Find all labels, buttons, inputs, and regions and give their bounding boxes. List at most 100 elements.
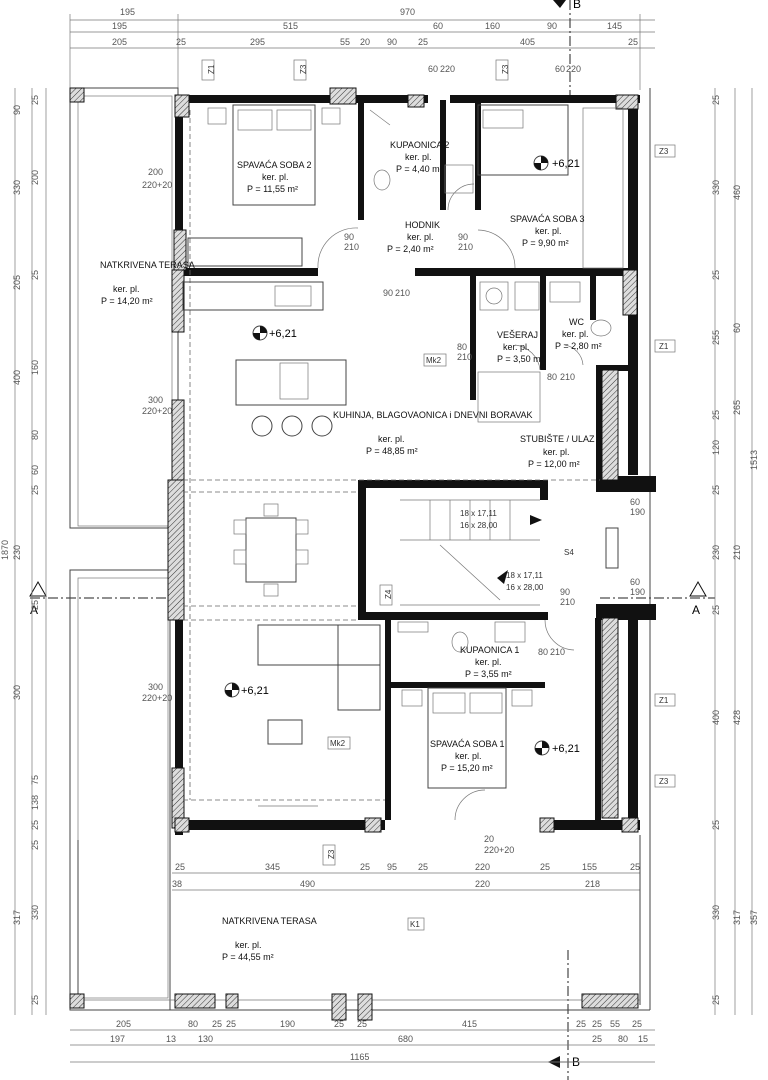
dim-mid-3: 25: [360, 862, 370, 872]
dim-left-c3-3: 75: [30, 775, 40, 785]
dim-bot-r1-11: 55: [610, 1019, 620, 1029]
room-hallway: HODNIK ker. pl. P = 2,40 m²: [387, 220, 440, 254]
tag-z3: Z3: [299, 64, 308, 74]
dim-right-total: 1513: [749, 450, 759, 470]
section-a-right-label: A: [692, 603, 700, 617]
opening-label: 220: [440, 64, 455, 74]
room-area: P = 3,50 m²: [497, 354, 544, 364]
level-text: +6,21: [241, 685, 269, 697]
dim-bot-r2-4: 680: [398, 1034, 413, 1044]
dim-bot-r1-3: 25: [212, 1019, 222, 1029]
tag-z3: Z3: [327, 849, 336, 859]
dim-right-c1-12: 330: [711, 905, 721, 920]
side-label: 200: [148, 167, 163, 177]
room-floor: ker. pl.: [455, 751, 482, 761]
room-name: NATKRIVENA TERASA: [100, 260, 195, 270]
dim-top-r2-3: 60: [433, 21, 443, 31]
section-a-left: A: [29, 580, 170, 617]
dim-bot-r1-12: 25: [632, 1019, 642, 1029]
dim-mid2-4: 218: [585, 879, 600, 889]
dim-left-c2-1: 25: [30, 95, 40, 105]
dim-left-c1-3: 205: [12, 275, 22, 290]
tag-mk2: Mk2: [330, 739, 346, 748]
dim-mid-1: 25: [175, 862, 185, 872]
dim-bot-r1-9: 25: [576, 1019, 586, 1029]
toilet-icon: [373, 169, 391, 191]
side-label: 300: [148, 395, 163, 405]
tag-k1: K1: [410, 920, 420, 929]
tag-z1: Z1: [207, 64, 216, 74]
dim-right-c2-3: 265: [732, 400, 742, 415]
room-terrace-top: NATKRIVENA TERASA ker. pl. P = 14,20 m²: [100, 260, 195, 306]
toilet-icon: [590, 319, 612, 337]
room-floor: ker. pl.: [503, 342, 530, 352]
dim-top-r2-5: 90: [547, 21, 557, 31]
dim-left-c1-4: 400: [12, 370, 22, 385]
dim-mid-5: 25: [418, 862, 428, 872]
dim-right-c1-2: 330: [711, 180, 721, 195]
room-wc: WC ker. pl. P = 2,80 m²: [555, 317, 602, 351]
section-b-top: B: [553, 0, 581, 95]
room-terrace-bottom: NATKRIVENA TERASA ker. pl. P = 44,55 m²: [222, 916, 317, 962]
room-floor: ker. pl.: [475, 657, 502, 667]
stair-flight-1b: 16 x 28,00: [460, 521, 498, 530]
opening-label: 210: [458, 242, 473, 252]
kitchen-counter-icon: [182, 281, 324, 311]
room-living: KUHINJA, BLAGOVAONICA i DNEVNI BORAVAK k…: [333, 410, 533, 456]
side-label: 220+20: [484, 845, 514, 855]
dim-top-r3-5: 20: [360, 37, 370, 47]
walls: [175, 95, 656, 835]
room-area: P = 3,55 m²: [465, 669, 512, 679]
dim-top-r2-6: 145: [607, 21, 622, 31]
dim-mid2-1: 38: [172, 879, 182, 889]
opening-label: 60: [428, 64, 438, 74]
stool-icon: [251, 415, 273, 437]
opening-label: 220: [566, 64, 581, 74]
dim-mid-8: 155: [582, 862, 597, 872]
dim-mid-7: 25: [540, 862, 550, 872]
opening-label: 90: [458, 232, 468, 242]
room-area: P = 4,40 m²: [396, 164, 443, 174]
dim-right-c2-7: 357: [749, 910, 759, 925]
dim-top-r2-4: 160: [485, 21, 500, 31]
dim-right-c1-5: 25: [711, 410, 721, 420]
section-a-left-label: A: [30, 603, 38, 617]
dim-top-r1-1: 195: [120, 7, 135, 17]
dim-bot-r1-8: 415: [462, 1019, 477, 1029]
opening-label: 210: [344, 242, 359, 252]
section-b-top-label: B: [573, 0, 581, 11]
dim-mid-2: 345: [265, 862, 280, 872]
terrace-outlines: [69, 87, 651, 1011]
dim-left-c1-1: 90: [12, 105, 22, 115]
room-name: SPAVAĆA SOBA 2: [237, 160, 312, 170]
dim-left-c2-2: 200: [30, 170, 40, 185]
dim-left-c3-1: 25: [30, 600, 40, 610]
dim-right-c1-13: 25: [711, 995, 721, 1005]
room-floor: ker. pl.: [378, 434, 405, 444]
room-name: SPAVAĆA SOBA 1: [430, 739, 505, 749]
section-a-right: A: [600, 580, 715, 617]
dim-right-c1-1: 25: [711, 95, 721, 105]
dim-left-c2-5: 80: [30, 430, 40, 440]
dim-right-c1-9: 25: [711, 605, 721, 615]
level-text: +6,21: [269, 328, 297, 340]
room-floor: ker. pl.: [535, 226, 562, 236]
opening-label: 190: [630, 507, 645, 517]
room-area: P = 12,00 m²: [528, 459, 580, 469]
side-label: 220+20: [142, 180, 172, 190]
room-area: P = 2,80 m²: [555, 341, 602, 351]
level-marker: +6,21: [534, 740, 580, 756]
dim-bot-r1-7: 25: [357, 1019, 367, 1029]
toilet-icon: [451, 631, 469, 653]
dim-bot-total: 1165: [350, 1052, 369, 1062]
side-label: 220+20: [142, 693, 172, 703]
room-floor: ker. pl.: [405, 152, 432, 162]
opening-label: 90: [383, 288, 393, 298]
furniture: [182, 104, 624, 807]
tag-z4: Z4: [384, 589, 393, 599]
tag-z1: Z1: [659, 342, 669, 351]
tag-z3: Z3: [659, 777, 669, 786]
dim-right-c1-4: 255: [711, 330, 721, 345]
room-stair-entry: STUBIŠTE / ULAZ ker. pl. P = 12,00 m²: [520, 434, 595, 469]
dim-bot-r1-4: 25: [226, 1019, 236, 1029]
